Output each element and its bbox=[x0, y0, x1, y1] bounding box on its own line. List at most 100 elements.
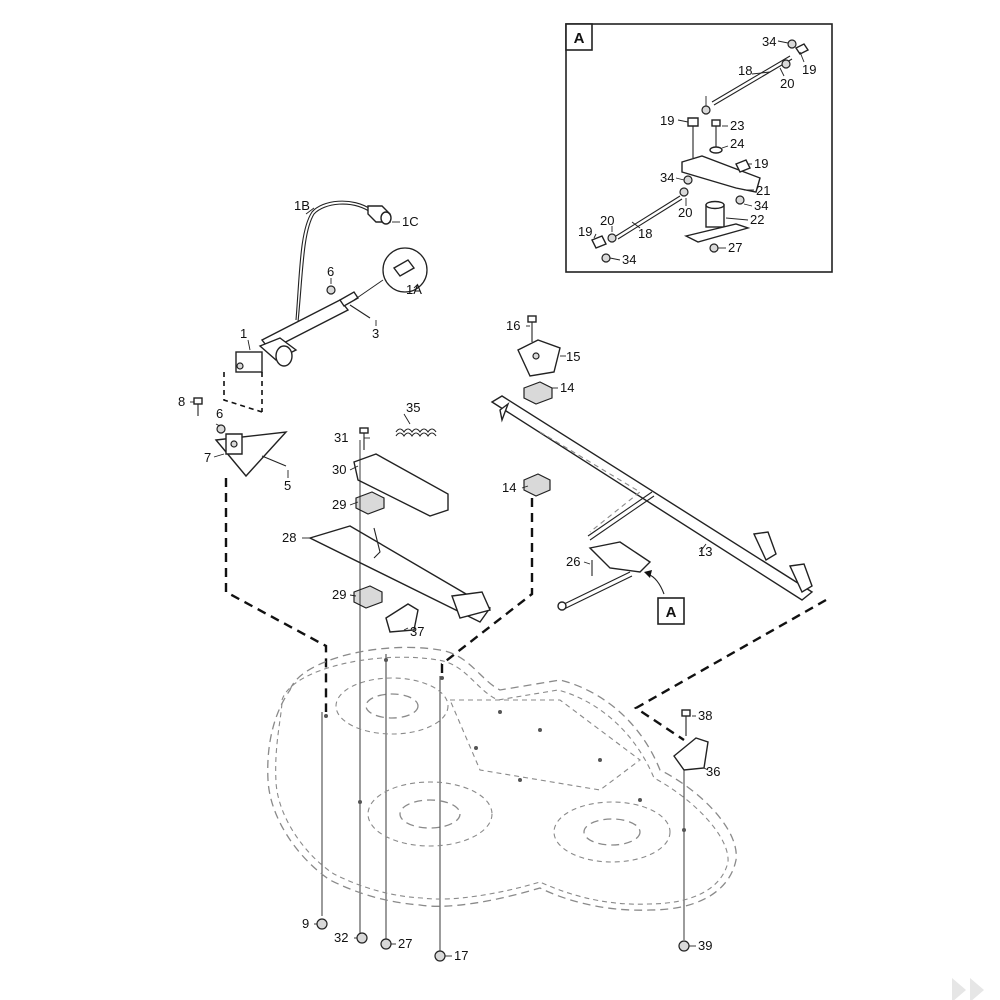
label-1: 1 bbox=[240, 326, 247, 341]
nut-39 bbox=[678, 940, 690, 952]
label-9: 9 bbox=[302, 916, 309, 931]
brand-watermark-logo bbox=[952, 978, 984, 1000]
label-1c: 1C bbox=[402, 214, 419, 229]
inset-label-18-bottom: 18 bbox=[638, 226, 652, 241]
inset-label-34-bottom: 34 bbox=[622, 252, 636, 267]
mower-deck-outline bbox=[267, 646, 737, 962]
ball-joint-lower bbox=[557, 601, 567, 611]
inset-label-34-right: 34 bbox=[754, 198, 768, 213]
bracket-36 bbox=[673, 737, 709, 771]
label-32: 32 bbox=[334, 930, 348, 945]
nut-34-left bbox=[683, 175, 693, 185]
nut-32 bbox=[356, 932, 368, 944]
washer-20-left bbox=[607, 233, 617, 243]
bolt-5 bbox=[261, 455, 287, 467]
ball-joint-19-right bbox=[735, 159, 751, 173]
inset-label-20-left: 20 bbox=[600, 213, 614, 228]
spring-35 bbox=[395, 432, 437, 437]
inset-label-20-lower: 20 bbox=[678, 205, 692, 220]
label-3: 3 bbox=[372, 326, 379, 341]
label-1b: 1B bbox=[294, 198, 310, 213]
inset-label-19-mid: 19 bbox=[660, 113, 674, 128]
label-14-top: 14 bbox=[560, 380, 574, 395]
detail-a-reference-box bbox=[657, 597, 685, 625]
pivot-bracket bbox=[683, 223, 751, 243]
part-number-labels: 1B 1C 6 1A 3 1 8 6 7 5 35 31 30 29 28 29… bbox=[178, 198, 720, 963]
bracket-37 bbox=[385, 603, 419, 633]
nut-34-right bbox=[735, 195, 745, 205]
label-16: 16 bbox=[506, 318, 520, 333]
lift-link-rod bbox=[587, 491, 653, 537]
nut-9 bbox=[316, 918, 328, 930]
inset-label-19-left: 19 bbox=[578, 224, 592, 239]
label-15: 15 bbox=[566, 349, 580, 364]
label-a-reference: A bbox=[666, 604, 677, 621]
height-link-group bbox=[302, 413, 492, 633]
label-8: 8 bbox=[178, 394, 185, 409]
label-14-bottom: 14 bbox=[502, 480, 516, 495]
assembly-reference-lines bbox=[224, 440, 827, 952]
bushing-14-bottom bbox=[523, 473, 551, 497]
label-17: 17 bbox=[454, 948, 468, 963]
lift-shaft-group bbox=[490, 315, 814, 625]
actuator-cable-1b bbox=[295, 200, 373, 321]
inset-label-19-top: 19 bbox=[802, 62, 816, 77]
washer-20-upper bbox=[781, 59, 791, 69]
crank-arm-26 bbox=[588, 541, 652, 573]
ball-joint-19-upper bbox=[794, 43, 810, 55]
bushing-29-bottom bbox=[353, 585, 383, 609]
pedal-foot bbox=[451, 591, 491, 619]
washer-20-mid bbox=[701, 105, 711, 115]
label-35: 35 bbox=[406, 400, 420, 415]
inset-label-27: 27 bbox=[728, 240, 742, 255]
nut-27-inset bbox=[709, 243, 719, 253]
label-38: 38 bbox=[698, 708, 712, 723]
deck-lift-bracket-group bbox=[190, 397, 289, 478]
label-39: 39 bbox=[698, 938, 712, 953]
ball-joint-19-mid bbox=[687, 117, 699, 127]
washer-20-lower bbox=[679, 187, 689, 197]
label-13: 13 bbox=[698, 544, 712, 559]
label-29-bottom: 29 bbox=[332, 587, 346, 602]
washer-24 bbox=[709, 146, 723, 154]
label-26: 26 bbox=[566, 554, 580, 569]
clevis-pin-1a bbox=[392, 259, 416, 277]
rear-bracket-group bbox=[673, 709, 709, 771]
bushing-14-top bbox=[523, 381, 553, 405]
bracket-plate-30 bbox=[353, 453, 449, 517]
label-36: 36 bbox=[706, 764, 720, 779]
label-31: 31 bbox=[334, 430, 348, 445]
inset-tag-label: A bbox=[574, 30, 585, 47]
inset-label-34-top: 34 bbox=[762, 34, 776, 49]
inset-label-24: 24 bbox=[730, 136, 744, 151]
right-spindle-housing bbox=[553, 801, 671, 863]
label-30: 30 bbox=[332, 462, 346, 477]
label-5: 5 bbox=[284, 478, 291, 493]
nut-17 bbox=[434, 950, 446, 962]
bushing-29-top bbox=[355, 491, 385, 515]
label-6-actuator: 6 bbox=[327, 264, 334, 279]
nut-6-actuator bbox=[326, 285, 336, 295]
nut-27 bbox=[380, 938, 392, 950]
inset-label-34-left: 34 bbox=[660, 170, 674, 185]
bolt-3 bbox=[349, 304, 371, 319]
actuator-assembly bbox=[223, 200, 428, 413]
pedal-bar-28 bbox=[308, 525, 492, 623]
inset-label-22: 22 bbox=[750, 212, 764, 227]
center-spindle-housing bbox=[367, 781, 493, 847]
inset-label-18-top: 18 bbox=[738, 63, 752, 78]
inset-label-23: 23 bbox=[730, 118, 744, 133]
inset-label-21: 21 bbox=[756, 183, 770, 198]
nut-34-upper bbox=[787, 39, 797, 49]
ball-joint-19-left bbox=[591, 235, 607, 249]
bellcrank-plate-21 bbox=[681, 155, 761, 193]
label-28: 28 bbox=[282, 530, 296, 545]
label-37: 37 bbox=[410, 624, 424, 639]
label-27: 27 bbox=[398, 936, 412, 951]
label-6-bracket: 6 bbox=[216, 406, 223, 421]
label-29-top: 29 bbox=[332, 497, 346, 512]
label-1a: 1A bbox=[406, 282, 422, 297]
upper-linkage-rod bbox=[711, 55, 791, 103]
lower-linkage-rod bbox=[615, 195, 681, 237]
